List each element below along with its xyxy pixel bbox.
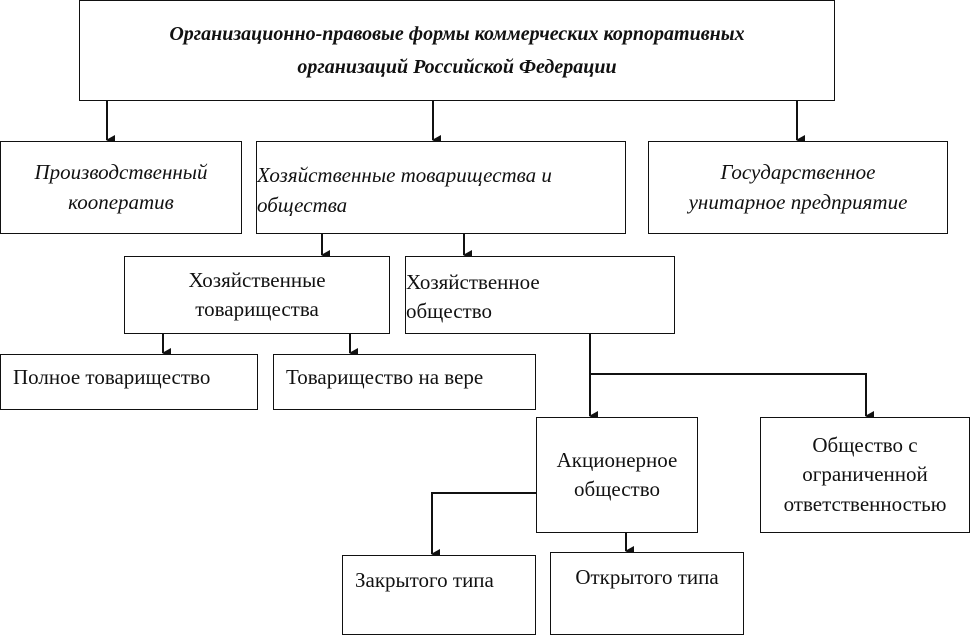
edge-joint-stock-closed [431, 492, 536, 559]
edge-company-llc [590, 373, 874, 421]
node-full-partnership: Полное товарищество [0, 354, 258, 410]
node-business-partnerships: Хозяйственные товарищества [124, 256, 390, 334]
node-joint-stock-company: Акционерное общество [536, 417, 698, 533]
node-llc-line-3: ответственностью [783, 491, 947, 516]
node-business-company: Хозяйственное общество [405, 256, 675, 334]
node-business-company-line-1: Хозяйственное [406, 269, 540, 294]
node-partnerships-and-companies-line-1: Хозяйственные товарищества и [257, 163, 552, 188]
node-llc-line-1: Общество с [812, 432, 918, 457]
diagram-title: Организационно-правовые формы коммерческ… [79, 0, 835, 101]
node-state-unitary-enterprise: Государственное унитарное предприятие [648, 141, 948, 234]
node-partnerships-and-companies: Хозяйственные товарищества и общества [256, 141, 626, 234]
node-business-partnerships-line-1: Хозяйственные [188, 267, 326, 292]
diagram-title-line-1: Организационно-правовые формы коммерческ… [169, 22, 745, 45]
node-limited-partnership: Товарищество на вере [273, 354, 536, 410]
node-business-company-line-2: общество [406, 299, 492, 323]
node-business-partnerships-line-2: товарищества [195, 297, 319, 321]
node-limited-partnership-label: Товарищество на вере [286, 365, 484, 389]
node-joint-stock-company-line-1: Акционерное [556, 447, 678, 472]
diagram-title-line-2: организаций Российской Федерации [297, 55, 617, 78]
node-joint-stock-company-line-2: общество [574, 477, 660, 501]
node-state-unitary-enterprise-line-2: унитарное предприятие [688, 189, 908, 214]
node-llc-line-2: ограниченной [802, 462, 928, 487]
node-state-unitary-enterprise-line-1: Государственное [720, 160, 876, 185]
node-production-cooperative-line-2: кооператив [68, 189, 174, 214]
node-partnerships-and-companies-line-2: общества [257, 192, 348, 217]
node-full-partnership-label: Полное товарищество [13, 365, 211, 389]
node-closed-type-label: Закрытого типа [355, 568, 494, 592]
node-open-type-label: Открытого типа [575, 565, 719, 589]
node-closed-type: Закрытого типа [342, 555, 536, 635]
node-production-cooperative-line-1: Производственный [34, 160, 208, 185]
node-limited-liability-company: Общество с ограниченной ответственностью [760, 417, 970, 533]
node-production-cooperative: Производственный кооператив [0, 141, 242, 234]
node-open-type: Открытого типа [550, 552, 744, 635]
